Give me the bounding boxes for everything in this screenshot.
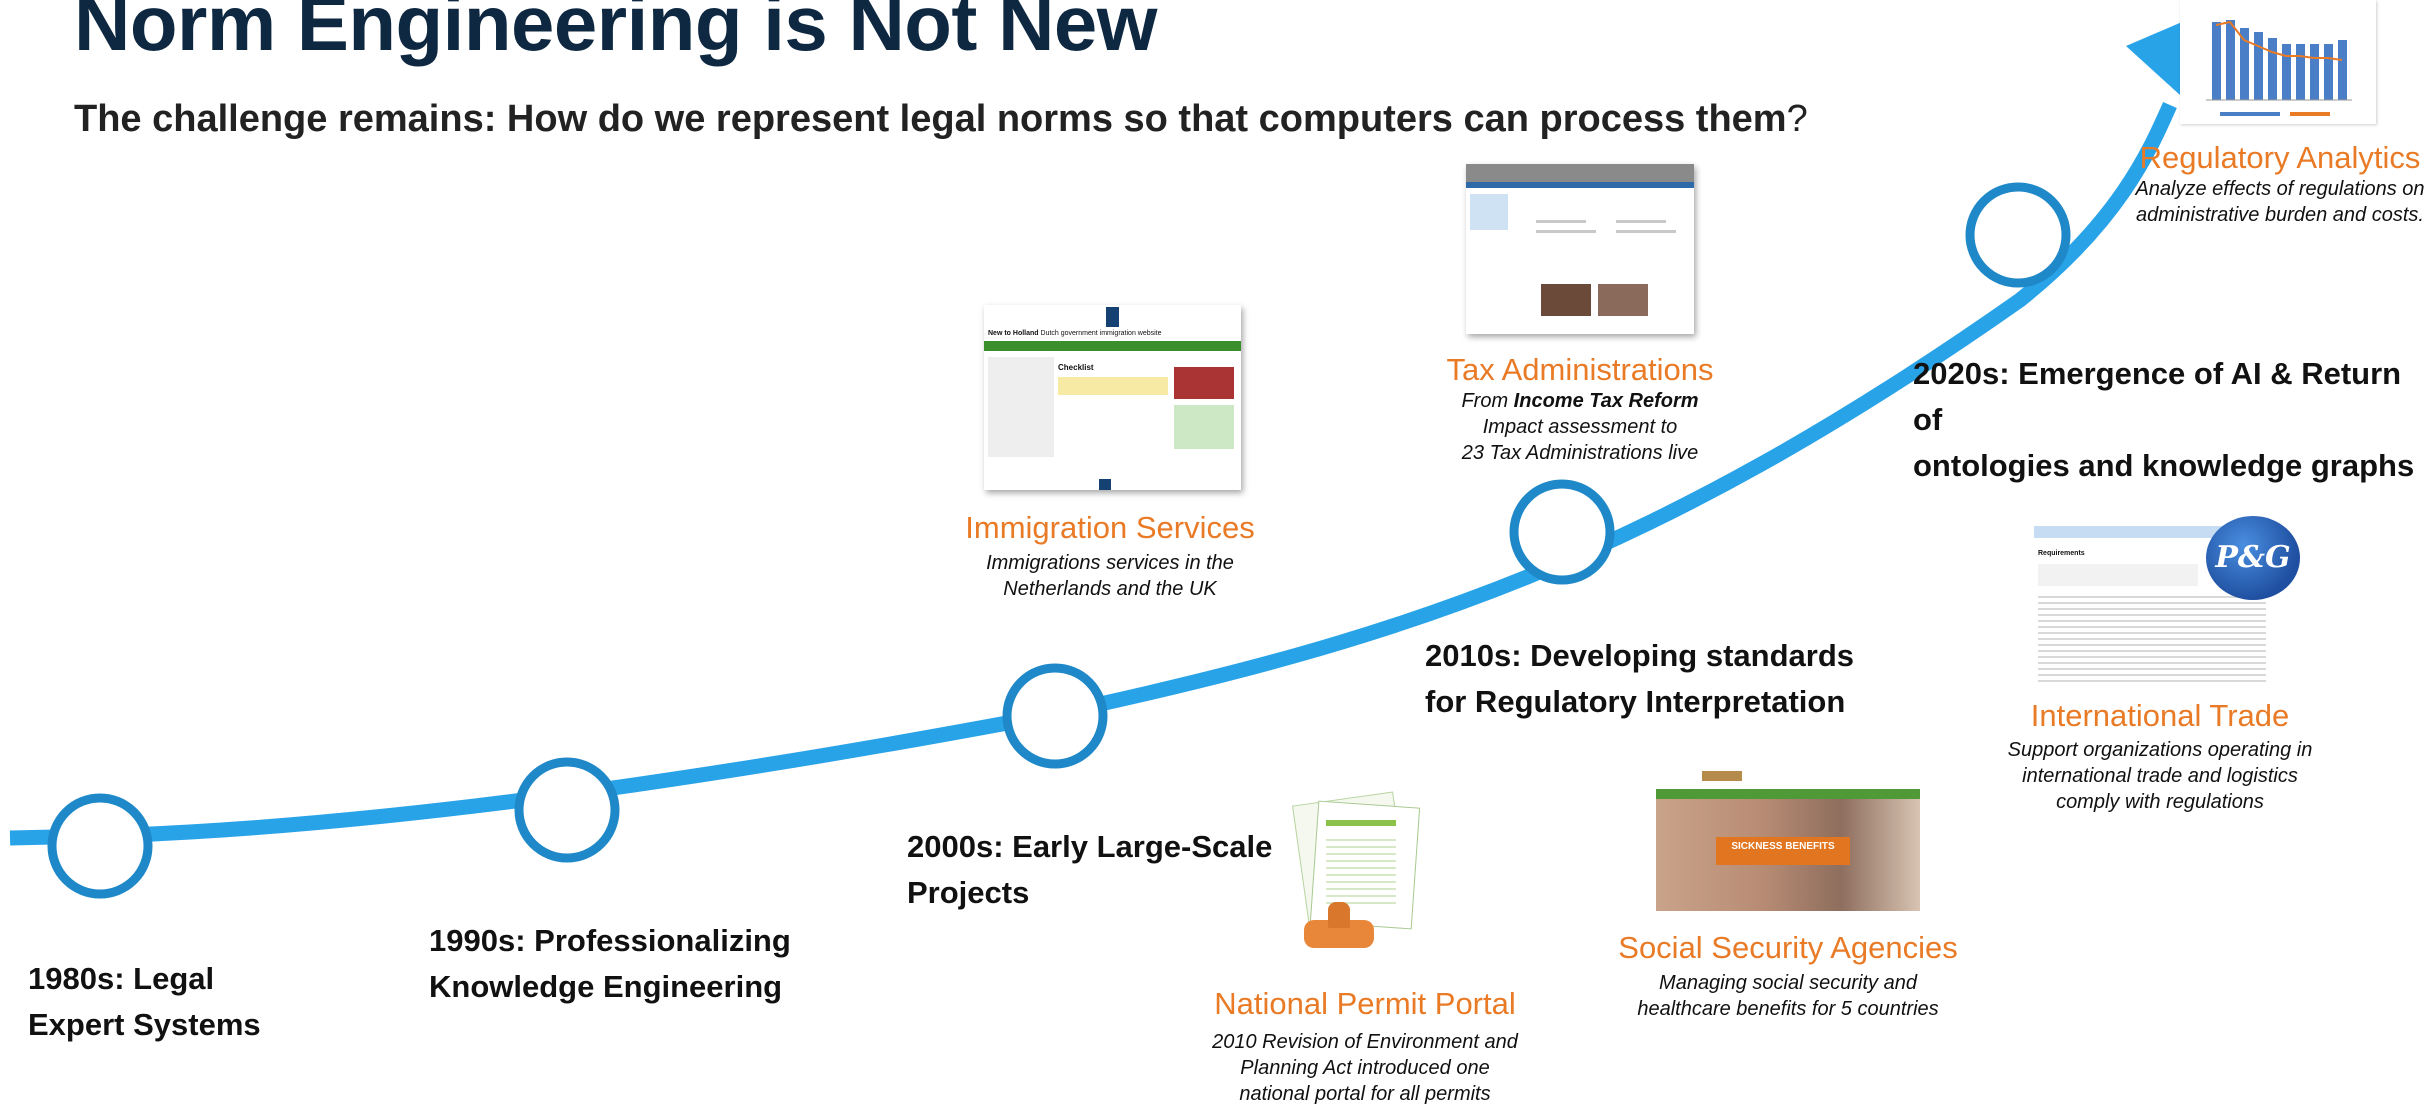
era-2020s: 2020s: Emergence of AI & Return of ontol… bbox=[1913, 351, 2430, 489]
tax-header-image bbox=[1466, 164, 1694, 182]
social-site-header bbox=[1656, 765, 1920, 789]
social-desc-line1: Managing social security and bbox=[1659, 972, 1917, 994]
era-1980s: 1980s: Legal Expert Systems bbox=[28, 956, 261, 1048]
tax-photo-1 bbox=[1541, 284, 1591, 316]
subtitle-text: The challenge remains: How do we represe… bbox=[74, 98, 1787, 140]
slide-title: Norm Engineering is Not New bbox=[74, 0, 1157, 67]
immigration-website-screenshot: New to Holland Dutch government immigrat… bbox=[984, 305, 1241, 490]
era-1990s-line1: 1990s: Professionalizing bbox=[429, 923, 791, 958]
trade-filter-panel bbox=[2038, 564, 2198, 586]
regulatory-chart-thumbnail bbox=[2180, 0, 2376, 124]
milestone-1980s bbox=[47, 793, 153, 899]
social-site-logo bbox=[1702, 771, 1742, 781]
immigration-checklist-heading: Checklist bbox=[1058, 363, 1094, 372]
immigration-desc-line1: Immigrations services in the bbox=[986, 552, 1234, 574]
trade-requirements-table bbox=[2038, 592, 2266, 682]
tax-website-screenshot bbox=[1466, 164, 1694, 334]
milestone-2000s bbox=[1002, 663, 1108, 769]
era-1990s: 1990s: Professionalizing Knowledge Engin… bbox=[429, 918, 791, 1010]
trade-requirements-heading: Requirements bbox=[2038, 550, 2085, 557]
regulatory-description: Analyze effects of regulations on admini… bbox=[2100, 176, 2430, 228]
era-1980s-line1: 1980s: Legal bbox=[28, 961, 215, 996]
tax-photo-2 bbox=[1598, 284, 1648, 316]
trade-description: Support organizations operating in inter… bbox=[1960, 737, 2360, 815]
tax-desc-line2: Impact assessment to bbox=[1482, 416, 1678, 438]
regulatory-title: Regulatory Analytics bbox=[2139, 140, 2421, 175]
era-2020s-line1: 2020s: Emergence of AI & Return of bbox=[1913, 356, 2402, 437]
permit-documents-stamp-image bbox=[1282, 791, 1432, 958]
immigration-profile-panel bbox=[988, 357, 1054, 457]
immigration-site-header: New to Holland Dutch government immigrat… bbox=[984, 327, 1241, 341]
milestone-1990s bbox=[514, 757, 620, 863]
immigration-footer-logo bbox=[1099, 479, 1111, 490]
era-2010s-line2: for Regulatory Interpretation bbox=[1425, 684, 1846, 719]
pg-logo: P&G bbox=[2206, 516, 2300, 600]
tax-desc-line3: 23 Tax Administrations live bbox=[1461, 442, 1699, 464]
immigration-subjects-panel bbox=[1174, 405, 1234, 449]
milestone-2020s bbox=[1965, 182, 2071, 288]
regulatory-desc-line2: administrative burden and costs. bbox=[2136, 204, 2424, 226]
permit-desc-line2: Planning Act introduced one bbox=[1240, 1057, 1490, 1079]
era-2010s-line1: 2010s: Developing standards bbox=[1425, 638, 1854, 673]
immigration-desc-line2: Netherlands and the UK bbox=[1003, 578, 1217, 600]
crest-logo bbox=[1106, 307, 1119, 327]
tax-description: From Income Tax Reform Impact assessment… bbox=[1380, 388, 1780, 466]
era-1980s-line2: Expert Systems bbox=[28, 1007, 261, 1042]
immigration-description: Immigrations services in the Netherlands… bbox=[910, 550, 1310, 602]
slide-subtitle: The challenge remains: How do we represe… bbox=[74, 98, 1808, 141]
permit-desc-line3: national portal for all permits bbox=[1239, 1083, 1491, 1105]
sickness-benefits-banner: SICKNESS BENEFITS bbox=[1716, 837, 1850, 865]
trade-desc-line2: international trade and logistics bbox=[2022, 765, 2298, 787]
immigration-title: Immigration Services bbox=[965, 510, 1255, 545]
milestone-2010s bbox=[1509, 479, 1615, 585]
social-nav-bar bbox=[1656, 789, 1920, 799]
subtitle-question-mark: ? bbox=[1786, 98, 1808, 140]
immigration-nav-bar bbox=[984, 341, 1241, 351]
era-2000s-line2: Projects bbox=[907, 875, 1030, 910]
era-2020s-line2: ontologies and knowledge graphs bbox=[1913, 448, 2415, 483]
social-description: Managing social security and healthcare … bbox=[1588, 970, 1988, 1022]
era-2000s: 2000s: Early Large-Scale Projects bbox=[907, 824, 1272, 916]
immigration-notice bbox=[1058, 377, 1168, 395]
permit-title: National Permit Portal bbox=[1214, 986, 1516, 1021]
trade-requirements-screenshot: Requirements bbox=[2034, 524, 2278, 686]
era-2010s: 2010s: Developing standards for Regulato… bbox=[1425, 633, 1854, 725]
social-title: Social Security Agencies bbox=[1618, 930, 1958, 965]
social-security-website-screenshot: SICKNESS BENEFITS bbox=[1656, 765, 1920, 911]
immigration-photo bbox=[1174, 367, 1234, 399]
era-2000s-line1: 2000s: Early Large-Scale bbox=[907, 829, 1273, 864]
trade-desc-line3: comply with regulations bbox=[2056, 791, 2264, 813]
tax-title: Tax Administrations bbox=[1446, 352, 1714, 387]
permit-desc-line1: 2010 Revision of Environment and bbox=[1212, 1031, 1518, 1053]
tax-desc-line1: From Income Tax Reform bbox=[1461, 390, 1699, 412]
social-desc-line2: healthcare benefits for 5 countries bbox=[1637, 998, 1939, 1020]
tax-nav-bar bbox=[1466, 182, 1694, 188]
trade-title: International Trade bbox=[2030, 698, 2290, 733]
regulatory-mini-chart bbox=[2206, 20, 2352, 116]
trade-top-bar bbox=[2034, 526, 2268, 538]
regulatory-desc-line1: Analyze effects of regulations on bbox=[2135, 178, 2425, 200]
trade-desc-line1: Support organizations operating in bbox=[2007, 739, 2313, 761]
permit-description: 2010 Revision of Environment and Plannin… bbox=[1165, 1029, 1565, 1107]
era-1990s-line2: Knowledge Engineering bbox=[429, 969, 783, 1004]
tax-sidebar bbox=[1470, 194, 1508, 230]
